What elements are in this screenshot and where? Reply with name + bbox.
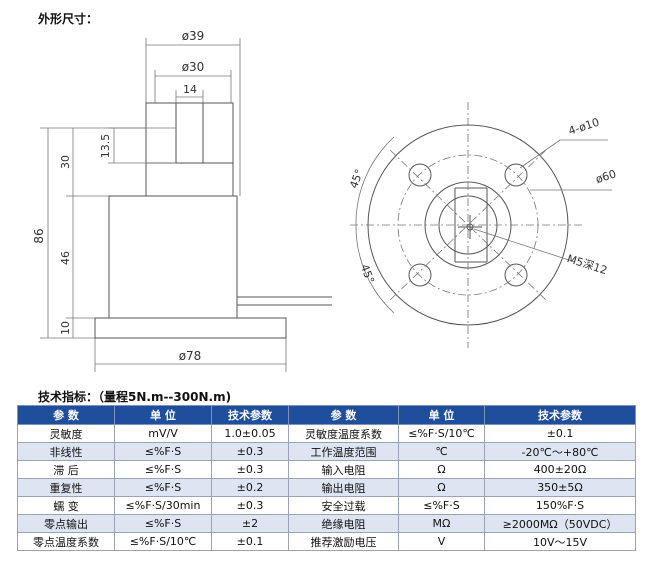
table-cell: 绝缘电阻	[288, 514, 399, 533]
table-cell: ±2	[211, 514, 289, 533]
table-cell: 零点温度系数	[17, 532, 115, 551]
table-cell: ≤%F·S	[114, 442, 212, 461]
header-value-2: 技术参数	[484, 405, 636, 425]
spec-table: 参 数 单 位 技术参数 参 数 单 位 技术参数 灵敏度 mV/V 1.0±0…	[17, 405, 636, 551]
dim-d39: ø39	[182, 29, 205, 43]
table-cell: MΩ	[398, 514, 485, 533]
header-unit: 单 位	[114, 405, 212, 425]
table-cell: 非线性	[17, 442, 115, 461]
table-cell: ±0.3	[211, 496, 289, 515]
table-cell: ≤%F·S	[114, 478, 212, 497]
table-cell: 150%F·S	[484, 496, 636, 515]
table-cell: 350±5Ω	[484, 478, 636, 497]
table-cell: 输入电阻	[288, 460, 399, 479]
dim-h86: 86	[32, 228, 46, 243]
dim-d78: ø78	[179, 349, 202, 363]
dim-h13-5: 13.5	[99, 134, 112, 159]
dim-h30: 30	[59, 155, 72, 169]
table-cell: ±0.2	[211, 478, 289, 497]
dim-d30: ø30	[182, 60, 205, 74]
table-cell: ≤%F·S	[114, 460, 212, 479]
table-cell: -20℃～+80℃	[484, 442, 636, 461]
table-cell: Ω	[398, 460, 485, 479]
table-cell: 滞 后	[17, 460, 115, 479]
dim-thread: M5深12	[565, 252, 608, 277]
table-cell: ±0.3	[211, 442, 289, 461]
table-row: 滞 后 ≤%F·S ±0.3 输入电阻 Ω 400±20Ω	[17, 460, 636, 479]
table-cell: 输出电阻	[288, 478, 399, 497]
dimension-drawing: ø39 ø30 14 13.5 30 86 46 10 ø78	[32, 29, 618, 372]
table-cell: ≤%F·S/10℃	[398, 424, 485, 443]
specs-heading: 技术指标：（量程5N.m--300N.m)	[38, 390, 232, 404]
table-cell: V	[398, 532, 485, 551]
dim-h46: 46	[59, 251, 72, 265]
header-value: 技术参数	[211, 405, 289, 425]
table-cell: ≤%F·S/30min	[114, 496, 212, 515]
table-row: 重复性 ≤%F·S ±0.2 输出电阻 Ω 350±5Ω	[17, 478, 636, 497]
table-cell: ±0.1	[484, 424, 636, 443]
table-cell: 灵敏度	[17, 424, 115, 443]
header-param-2: 参 数	[288, 405, 399, 425]
table-cell: ℃	[398, 442, 485, 461]
header-unit-2: 单 位	[398, 405, 485, 425]
table-cell: 推荐激励电压	[288, 532, 399, 551]
table-cell: 重复性	[17, 478, 115, 497]
table-cell: ±0.3	[211, 460, 289, 479]
table-cell: 工作温度范围	[288, 442, 399, 461]
table-row: 零点输出 ≤%F·S ±2 绝缘电阻 MΩ ≥2000MΩ（50VDC）	[17, 514, 636, 533]
table-row: 蠕 变 ≤%F·S/30min ±0.3 安全过载 ≤%F·S 150%F·S	[17, 496, 636, 515]
table-row: 零点温度系数 ≤%F·S/10℃ ±0.1 推荐激励电压 V 10V～15V	[17, 532, 636, 551]
table-row: 灵敏度 mV/V 1.0±0.05 灵敏度温度系数 ≤%F·S/10℃ ±0.1	[17, 424, 636, 443]
table-row: 非线性 ≤%F·S ±0.3 工作温度范围 ℃ -20℃～+80℃	[17, 442, 636, 461]
table-cell: 灵敏度温度系数	[288, 424, 399, 443]
dim-h10: 10	[59, 321, 72, 335]
table-cell: 400±20Ω	[484, 460, 636, 479]
dim-pcd: ø60	[594, 167, 618, 186]
table-header-row: 参 数 单 位 技术参数 参 数 单 位 技术参数	[17, 405, 636, 425]
dimensions-heading: 外形尺寸：	[38, 12, 99, 26]
dim-angle-upper: 45°	[347, 167, 366, 190]
table-cell: ≤%F·S	[114, 514, 212, 533]
header-param: 参 数	[17, 405, 115, 425]
table-cell: ≥2000MΩ（50VDC）	[484, 514, 636, 533]
table-cell: ≤%F·S/10℃	[114, 532, 212, 551]
table-cell: Ω	[398, 478, 485, 497]
table-cell: 零点输出	[17, 514, 115, 533]
dim-w14: 14	[183, 83, 197, 96]
table-cell: 安全过载	[288, 496, 399, 515]
table-cell: mV/V	[114, 424, 212, 443]
table-cell: 10V～15V	[484, 532, 636, 551]
dim-angle-lower: 45°	[358, 262, 377, 285]
dim-holes: 4-ø10	[567, 116, 601, 138]
table-cell: ≤%F·S	[398, 496, 485, 515]
table-cell: ±0.1	[211, 532, 289, 551]
table-cell: 1.0±0.05	[211, 424, 289, 443]
table-cell: 蠕 变	[17, 496, 115, 515]
